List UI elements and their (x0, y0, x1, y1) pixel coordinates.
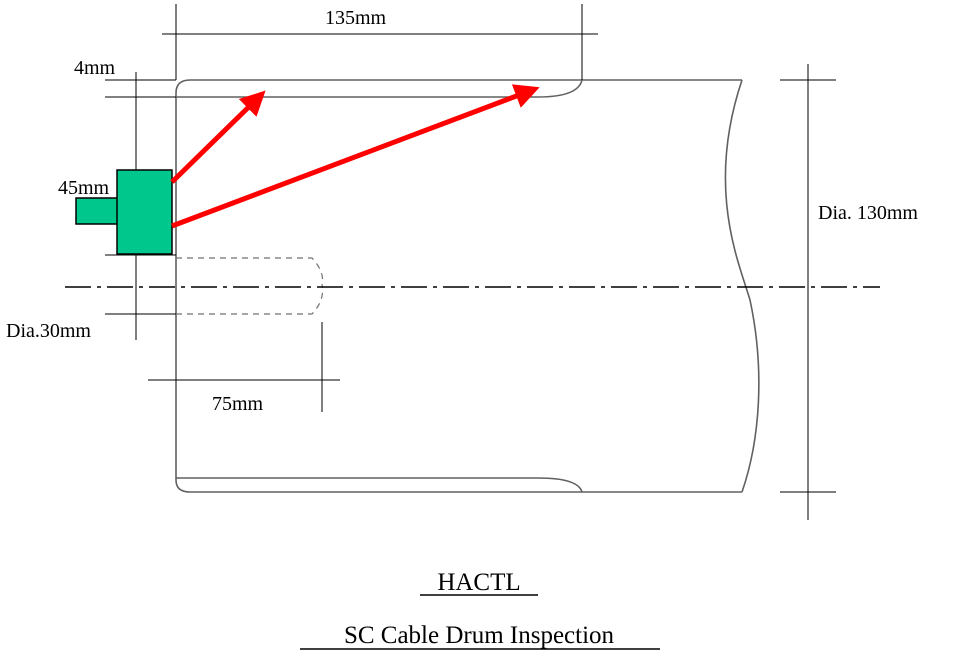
drum-left-edge (175, 93, 585, 493)
drum-inner-wall-bottom (176, 477, 583, 493)
caption-subtitle: SC Cable Drum Inspection (344, 622, 615, 649)
beam-paths (170, 84, 540, 229)
label-4mm: 4mm (74, 57, 116, 79)
label-dia-30mm: Dia.30mm (6, 320, 91, 342)
caption: HACTL SC Cable Drum Inspection (300, 569, 660, 650)
dimension-lines (105, 4, 836, 520)
label-45mm: 45mm (58, 177, 110, 199)
shaft-bore-bottom (176, 284, 324, 315)
drum-top-edge (175, 79, 742, 94)
beam-arrow-long (171, 84, 540, 229)
ultrasonic-probe (75, 169, 173, 255)
probe-body (116, 169, 173, 255)
caption-title: HACTL (437, 569, 520, 596)
probe-stem (75, 197, 121, 225)
drum-outline (175, 79, 760, 493)
shaft-bore (176, 257, 324, 315)
dimension-labels: 135mm 4mm 45mm Dia. 130mm Dia.30mm 75mm (6, 7, 918, 415)
beam-arrow-short (170, 90, 266, 184)
drum-break-line (724, 79, 760, 493)
label-dia-130mm: Dia. 130mm (818, 202, 918, 224)
label-135mm: 135mm (325, 7, 387, 29)
shaft-bore-top (176, 257, 324, 286)
label-75mm: 75mm (212, 393, 264, 415)
